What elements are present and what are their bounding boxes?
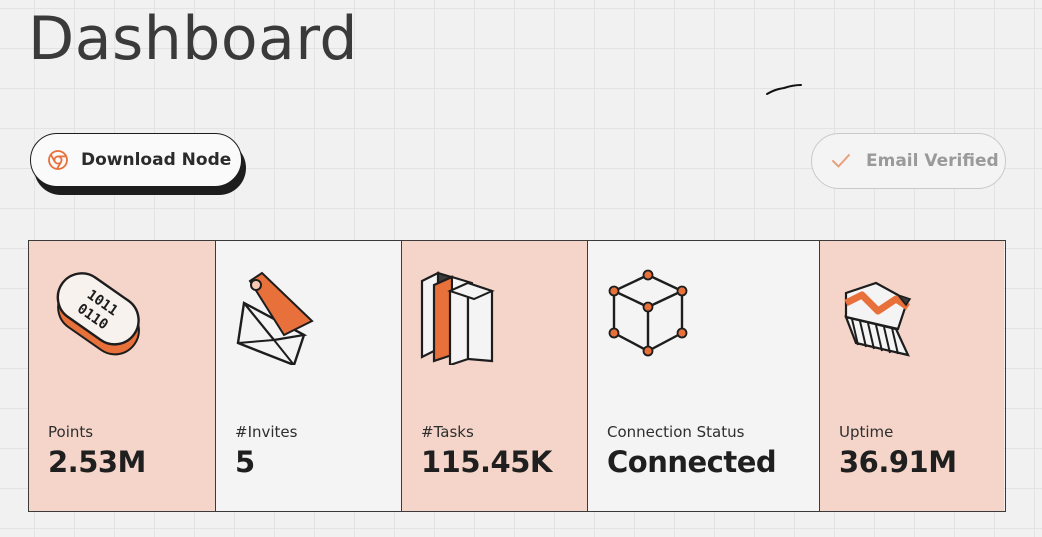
- stat-label: #Invites: [235, 423, 298, 441]
- check-icon: [830, 150, 852, 172]
- stat-card-invites: #Invites 5: [216, 241, 402, 511]
- stat-label: Uptime: [839, 423, 894, 441]
- download-node-button[interactable]: Download Node: [30, 133, 242, 187]
- stat-card-connection: Connection Status Connected: [588, 241, 820, 511]
- stat-value: 36.91M: [839, 445, 957, 479]
- scribble-mark: [766, 84, 802, 95]
- books-icon: [420, 271, 495, 365]
- chrome-icon: [47, 149, 69, 171]
- stat-label: Connection Status: [607, 423, 745, 441]
- stat-card-uptime: Uptime 36.91M: [820, 241, 1004, 511]
- binary-pill-icon: 1011 0110: [56, 272, 140, 356]
- download-node-label: Download Node: [81, 150, 232, 170]
- stat-label: #Tasks: [421, 423, 474, 441]
- cube-icon: [608, 269, 688, 357]
- chart-icon: [844, 281, 912, 357]
- stat-card-points: 1011 0110 Points 2.53M: [29, 241, 216, 511]
- stat-value: 115.45K: [421, 445, 552, 479]
- stats-panel: 1011 0110 Points 2.53M #Invites 5 #: [28, 240, 1006, 512]
- email-verified-badge: Email Verified: [811, 133, 1006, 189]
- stat-value: 5: [235, 445, 255, 479]
- stat-card-tasks: #Tasks 115.45K: [402, 241, 588, 511]
- stat-value: 2.53M: [48, 445, 146, 479]
- page-title: Dashboard: [28, 4, 359, 74]
- email-verified-label: Email Verified: [866, 151, 999, 171]
- stat-value: Connected: [607, 445, 777, 479]
- envelope-icon: [236, 271, 314, 365]
- stat-label: Points: [48, 423, 94, 441]
